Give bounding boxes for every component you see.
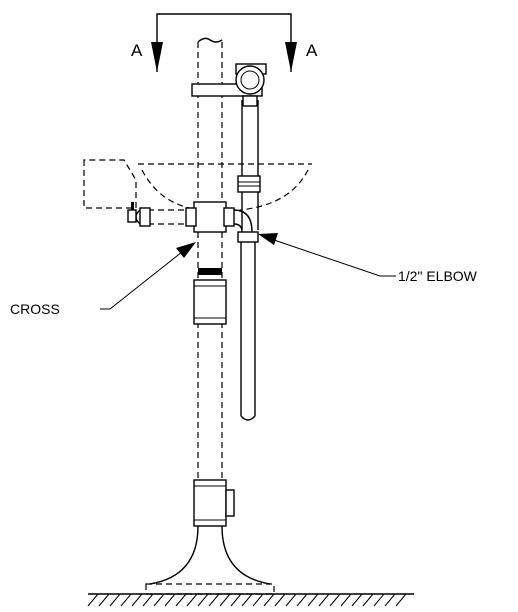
- cross-callout: [100, 242, 196, 310]
- section-label-right: A: [306, 41, 318, 60]
- floor-hatch-line: [263, 593, 275, 607]
- elbow-callout: [258, 233, 396, 277]
- floor-hatch-line: [208, 593, 220, 607]
- floor-hatch-line: [384, 593, 396, 607]
- elbow-arrowhead: [258, 233, 278, 245]
- floor-hatch-line: [131, 593, 143, 607]
- floor-hatch-line: [153, 593, 165, 607]
- floor-hatch-line: [142, 593, 154, 607]
- floor-hatch-line: [109, 593, 121, 607]
- coupling-upper: [198, 268, 222, 275]
- floor-hatch-line: [373, 593, 385, 607]
- main-pipe: [197, 37, 223, 520]
- actuator-housing: [83, 159, 137, 209]
- floor-hatch-line: [186, 593, 198, 607]
- valve-head: [235, 63, 267, 107]
- cross-arrowhead: [176, 242, 196, 258]
- floor-hatch-line: [362, 593, 374, 607]
- floor-hatch-line: [395, 593, 407, 607]
- floor-hatch-line: [219, 593, 231, 607]
- elbow-label: 1/2" ELBOW: [398, 268, 478, 284]
- section-arrow-right: [285, 42, 297, 72]
- floor-hatch-line: [175, 593, 187, 607]
- floor-hatch-line: [274, 593, 286, 607]
- floor-hatch-line: [98, 593, 110, 607]
- coupling-middle: [193, 279, 227, 325]
- floor-hatch-line: [197, 593, 209, 607]
- floor-hatch-line: [340, 593, 352, 607]
- floor-hatch-line: [285, 593, 297, 607]
- cross-fitting: [185, 201, 235, 233]
- left-branch: [127, 202, 188, 227]
- half-inch-elbow: [233, 209, 259, 243]
- drain-tube: [240, 242, 256, 421]
- floor-hatch-line: [230, 593, 242, 607]
- floor-hatch-line: [307, 593, 319, 607]
- floor-hatch-line: [252, 593, 264, 607]
- floor-hatch-line: [296, 593, 308, 607]
- floor-hatch-line: [164, 593, 176, 607]
- floor-hatch-line: [87, 593, 99, 607]
- cross-label: CROSS: [10, 301, 60, 317]
- floor-hatch-line: [120, 593, 132, 607]
- floor-line: [87, 593, 414, 607]
- floor-hatch-line: [241, 593, 253, 607]
- floor-hatch-line: [318, 593, 330, 607]
- pedestal-base: [145, 525, 275, 595]
- section-line: [151, 13, 297, 72]
- floor-hatch-line: [351, 593, 363, 607]
- section-label-left: A: [131, 41, 143, 60]
- lower-tee: [193, 479, 235, 527]
- section-arrow-left: [151, 42, 163, 72]
- floor-hatch-line: [329, 593, 341, 607]
- bowl: [138, 163, 312, 211]
